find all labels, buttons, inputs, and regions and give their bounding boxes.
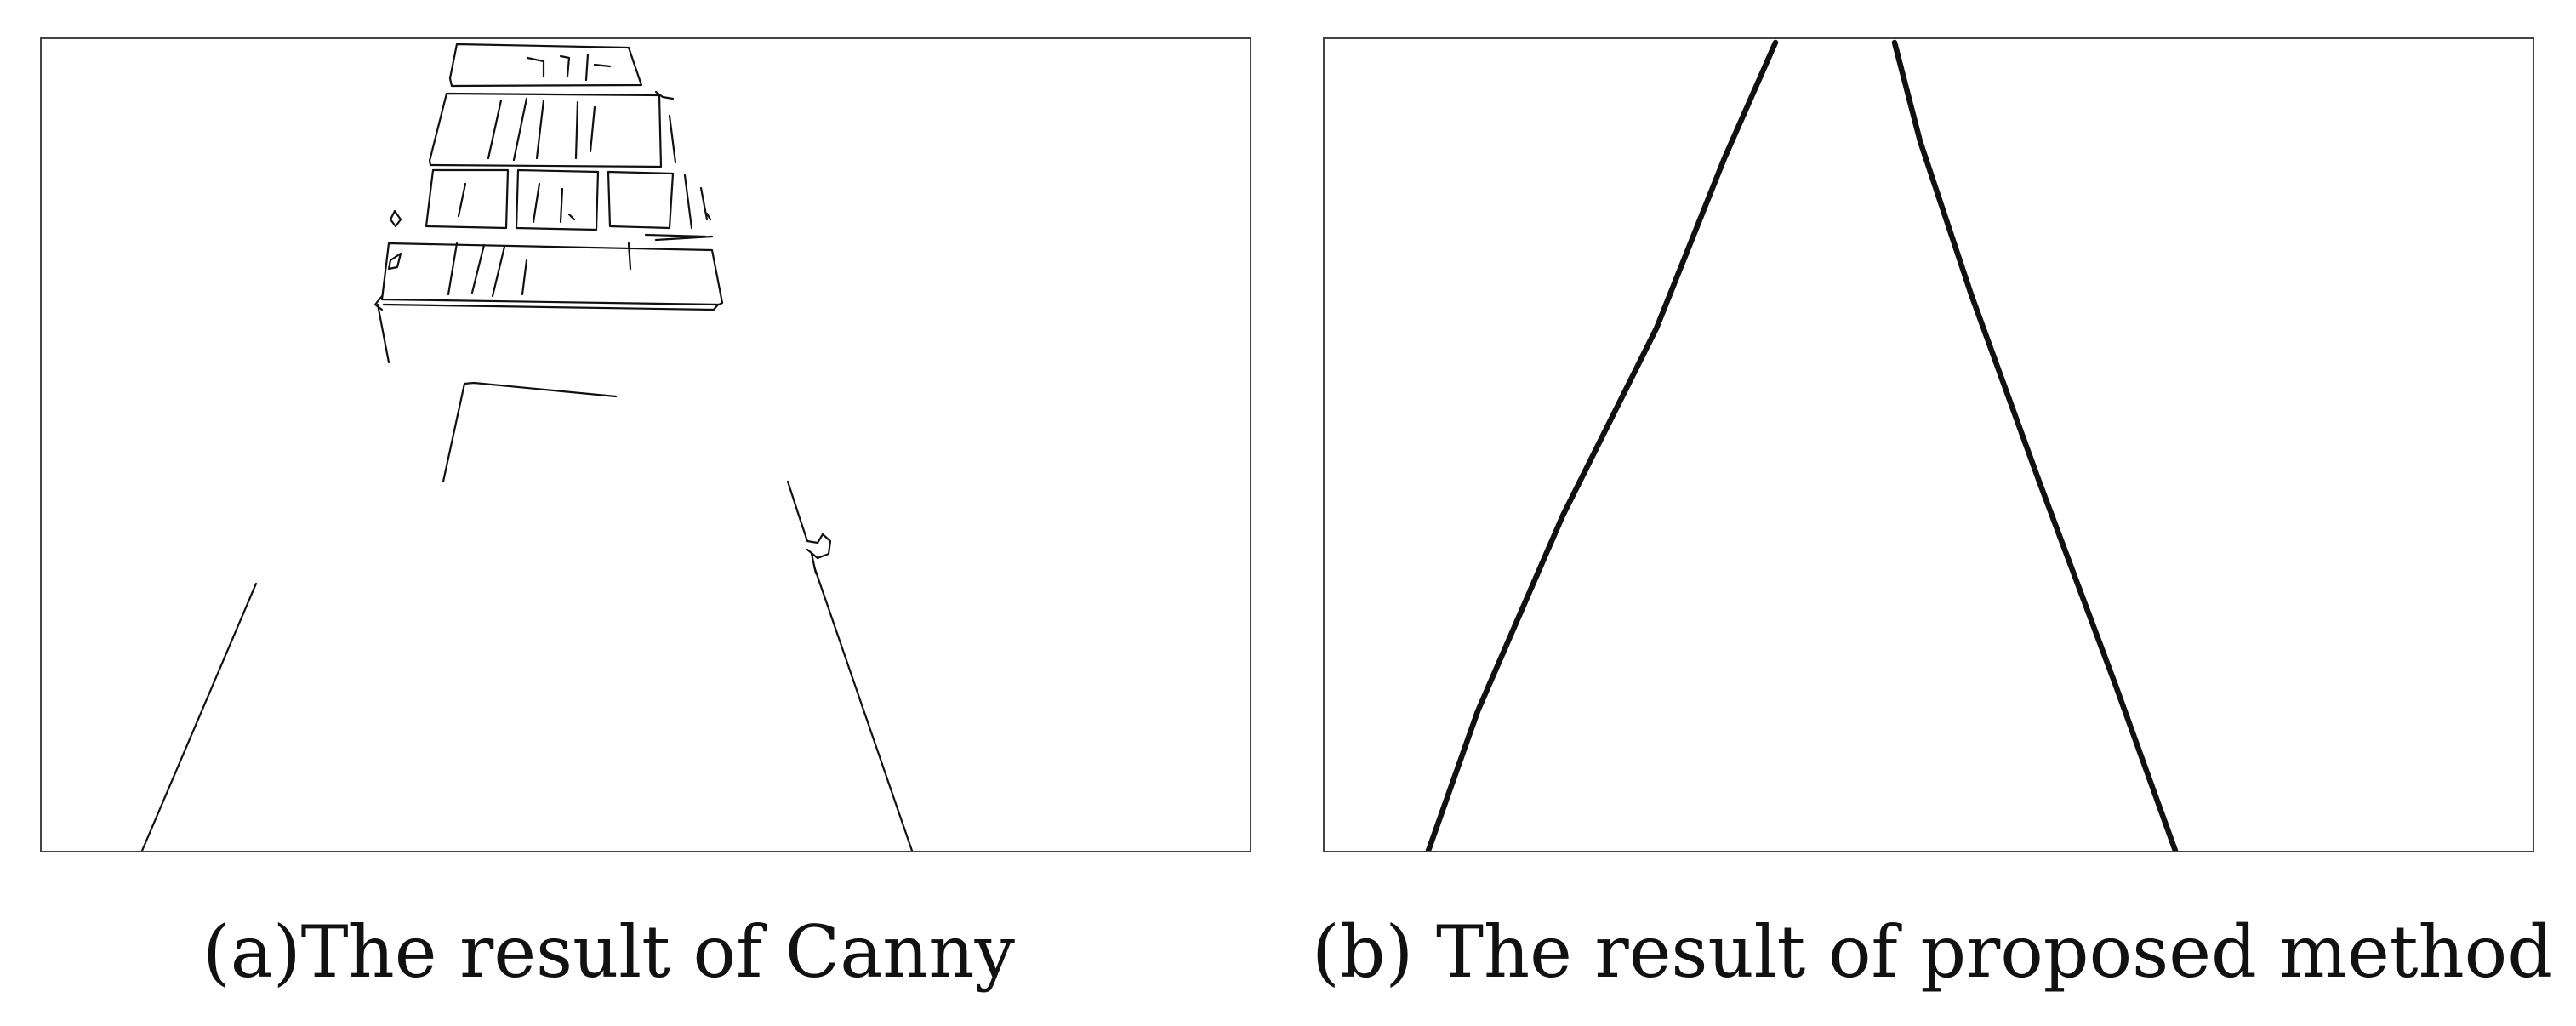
caption-proposed-method: (b) The result of proposed method <box>1312 910 2554 994</box>
proposed-method-panel <box>1323 37 2534 852</box>
canny-right-lane-edge <box>812 565 914 851</box>
proposed-edge-image <box>1425 39 2179 851</box>
proposed-left-lane-line <box>1425 39 1779 851</box>
canny-edge-image <box>140 43 914 851</box>
canny-result-panel <box>40 37 1251 852</box>
canny-right-clutter <box>786 480 832 575</box>
caption-canny: (a)The result of Canny <box>202 910 1015 994</box>
canny-left-lane-edge <box>140 582 258 851</box>
proposed-right-lane-line <box>1891 39 2179 851</box>
canny-far-clutter <box>373 43 724 364</box>
canny-mid-edge <box>442 381 618 483</box>
